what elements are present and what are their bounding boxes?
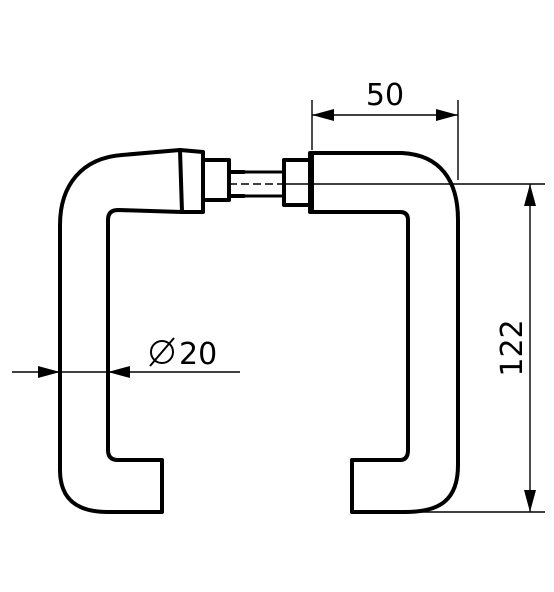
height-dimension: 122 [284, 183, 545, 513]
height-arrow-top [524, 184, 536, 206]
width-arrow-left [312, 109, 334, 121]
height-dimension-label: 122 [495, 319, 530, 376]
right-rosette [308, 151, 314, 214]
width-dimension-label: 50 [366, 78, 404, 113]
width-dimension: 50 [311, 78, 459, 180]
left-rosette [178, 148, 205, 214]
right-lever-handle [282, 151, 460, 514]
diameter-dimension: 20 [12, 337, 240, 378]
diameter-arrow-left [38, 366, 60, 378]
right-spindle-sleeve [282, 158, 312, 207]
spindle [227, 170, 286, 198]
left-lever-outline [58, 148, 184, 514]
height-arrow-bottom [524, 490, 536, 512]
width-arrow-right [436, 109, 458, 121]
right-lever-outline [310, 151, 460, 514]
diameter-arrow-right [108, 366, 130, 378]
diameter-symbol-icon [149, 337, 175, 367]
diameter-dimension-label: 20 [179, 337, 217, 372]
left-lever-handle [58, 148, 246, 514]
left-spindle-sleeve [201, 158, 231, 202]
